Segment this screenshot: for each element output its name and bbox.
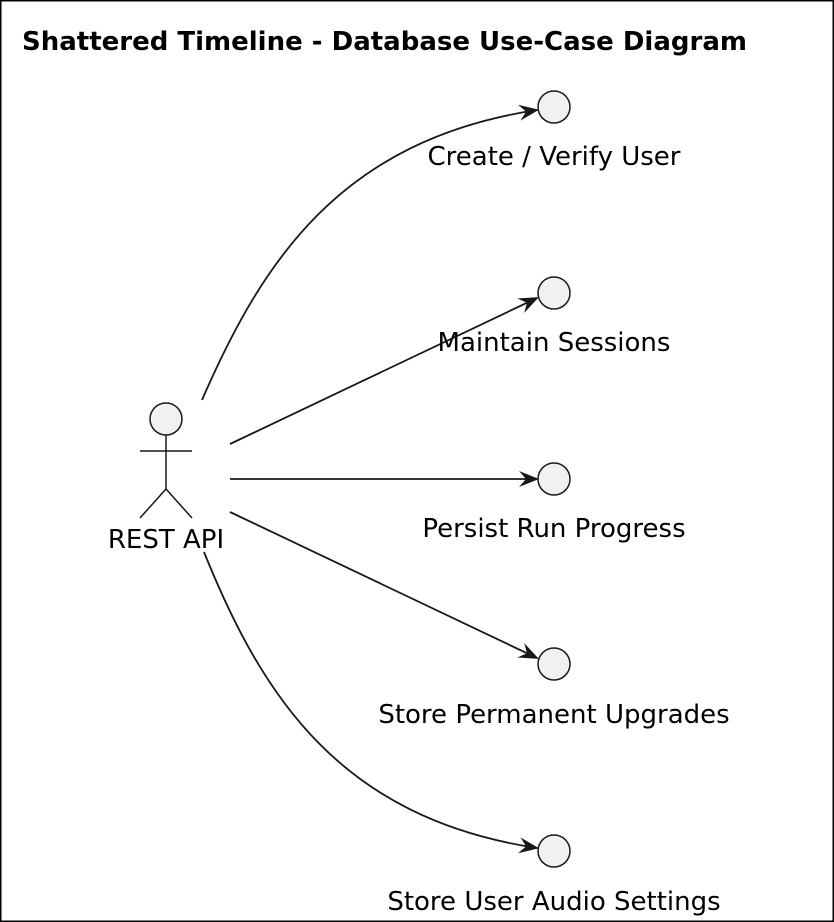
use-case-label: Store User Audio Settings: [387, 887, 720, 917]
use-case-node: [537, 647, 571, 681]
use-case-node: [537, 462, 571, 496]
rest-api-actor: [139, 402, 193, 519]
use-case-label: Create / Verify User: [428, 142, 681, 172]
use-case-maintain-sessions: Maintain Sessions: [438, 276, 671, 358]
association-store-user-audio-settings: [203, 551, 539, 854]
association-store-permanent-upgrades: [229, 511, 539, 659]
use-case-store-user-audio-settings: Store User Audio Settings: [387, 834, 721, 917]
actor-left-leg: [139, 488, 167, 519]
association-maintain-sessions: [229, 297, 539, 445]
use-case-node: [537, 834, 571, 868]
use-case-store-permanent-upgrades: Store Permanent Upgrades: [378, 647, 730, 730]
actor-head: [149, 402, 183, 436]
use-case-label: Persist Run Progress: [422, 514, 685, 544]
actor-right-leg: [165, 488, 193, 519]
use-case-label: Store Permanent Upgrades: [378, 700, 729, 730]
use-case-node: [537, 90, 571, 124]
association-create-verify-user: [201, 104, 539, 401]
use-case-create-verify-user: Create / Verify User: [428, 90, 681, 172]
diagram-title: Shattered Timeline - Database Use-Case D…: [22, 27, 747, 57]
use-case-persist-run-progress: Persist Run Progress: [422, 462, 686, 544]
actor-label: REST API: [108, 525, 224, 555]
associations: [201, 104, 539, 854]
use-case-node: [537, 276, 571, 310]
use-case-label: Maintain Sessions: [438, 328, 671, 358]
